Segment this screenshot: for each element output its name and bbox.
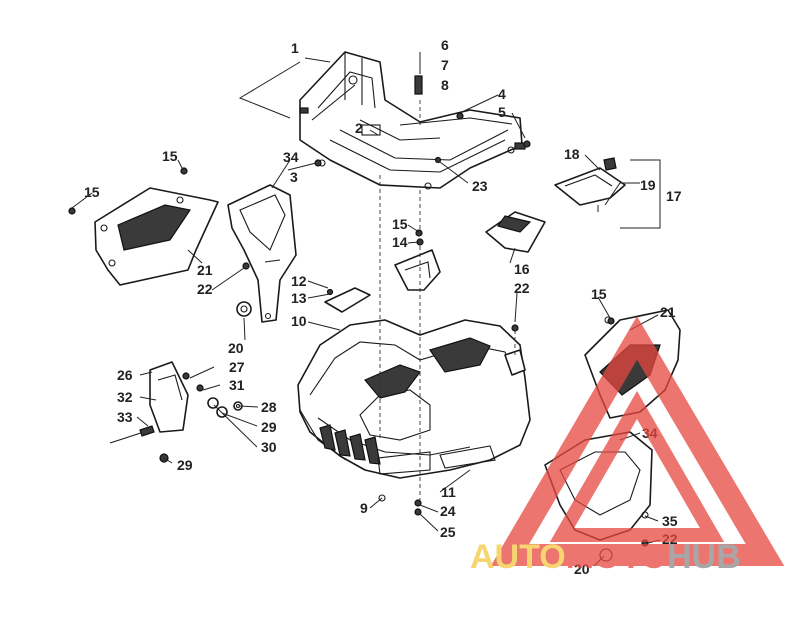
- callout-18: 18: [564, 146, 580, 162]
- storage-lid-18: [554, 157, 626, 212]
- front-body: [297, 319, 531, 502]
- callout-11: 11: [441, 484, 456, 500]
- watermark-text: AUTOMOTOHUB: [470, 538, 741, 576]
- callout-20-left: 20: [228, 340, 244, 356]
- callout-29-right: 29: [261, 419, 277, 435]
- callout-5: 5: [498, 104, 506, 120]
- left-inner-fender: [227, 184, 297, 323]
- callout-8: 8: [441, 77, 449, 93]
- watermark-moto: MOTO: [566, 538, 667, 576]
- callout-9: 9: [360, 500, 368, 516]
- plate-12: [324, 287, 371, 313]
- callout-23: 23: [472, 178, 488, 194]
- callout-7: 7: [441, 57, 449, 73]
- callout-28: 28: [261, 399, 277, 415]
- watermark-hub: HUB: [667, 538, 741, 576]
- front-rack: [299, 51, 526, 190]
- callout-12: 12: [291, 273, 307, 289]
- callout-25: 25: [440, 524, 456, 540]
- callout-31: 31: [229, 377, 245, 393]
- callout-15-right: 15: [591, 286, 607, 302]
- callout-15-left: 15: [84, 184, 100, 200]
- left-side-panel: [94, 187, 219, 286]
- headlight-assembly: [109, 361, 189, 463]
- callout-2: 2: [355, 120, 363, 136]
- bracket-14: [394, 249, 441, 291]
- callout-29-bottom: 29: [177, 457, 193, 473]
- callout-30: 30: [261, 439, 277, 455]
- leader-lines: [71, 52, 661, 567]
- callout-6: 6: [441, 37, 449, 53]
- fasteners-27-31: [182, 372, 243, 418]
- watermark: AUTOMOTOHUB: [470, 316, 785, 576]
- callout-1: 1: [291, 40, 299, 56]
- callout-34-left: 34: [283, 149, 299, 165]
- callout-3: 3: [290, 169, 298, 185]
- callout-10: 10: [291, 313, 307, 329]
- callout-15-left-top: 15: [162, 148, 178, 164]
- callout-27: 27: [229, 359, 245, 375]
- guide-lines: [379, 100, 516, 500]
- callout-21-right: 21: [660, 304, 676, 320]
- callout-4: 4: [498, 86, 506, 102]
- callout-26: 26: [117, 367, 133, 383]
- callout-22-center: 22: [514, 280, 530, 296]
- watermark-triangle-logo: [490, 316, 785, 566]
- callout-35: 35: [662, 513, 678, 529]
- callout-17: 17: [666, 188, 682, 204]
- callout-21-left: 21: [197, 262, 213, 278]
- callout-16: 16: [514, 261, 530, 277]
- callout-24: 24: [440, 503, 456, 519]
- callout-33: 33: [117, 409, 133, 425]
- callout-15-center: 15: [392, 216, 408, 232]
- callout-13: 13: [291, 290, 307, 306]
- callout-19: 19: [640, 177, 656, 193]
- callout-22-left: 22: [197, 281, 213, 297]
- callout-32: 32: [117, 389, 133, 405]
- watermark-auto: AUTO: [470, 538, 566, 576]
- washer-20-left: [236, 301, 252, 317]
- grille: [319, 424, 381, 465]
- callout-14: 14: [392, 234, 408, 250]
